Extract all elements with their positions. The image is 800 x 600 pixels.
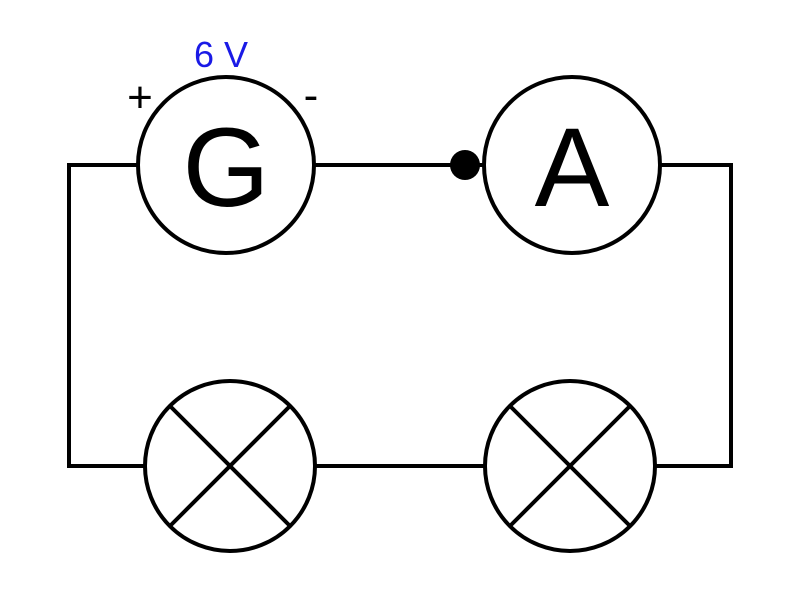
generator-circle	[136, 75, 316, 255]
lamp-right-cross-b	[508, 404, 632, 528]
ammeter-symbol: A	[535, 105, 610, 230]
generator-symbol: G	[182, 105, 269, 230]
ammeter-circle	[482, 75, 662, 255]
positive-terminal-label: +	[127, 73, 153, 122]
wire-left-loop	[67, 163, 146, 468]
generator: G	[136, 75, 316, 255]
voltage-label: 6 V	[194, 34, 248, 75]
wire-right-loop	[654, 163, 733, 468]
lamp-left-cross-b	[168, 404, 292, 528]
lamp-right	[483, 379, 657, 553]
junction-dot	[450, 150, 480, 180]
ammeter: A	[482, 75, 662, 255]
negative-terminal-label: -	[304, 71, 319, 120]
lamp-left	[143, 379, 317, 553]
